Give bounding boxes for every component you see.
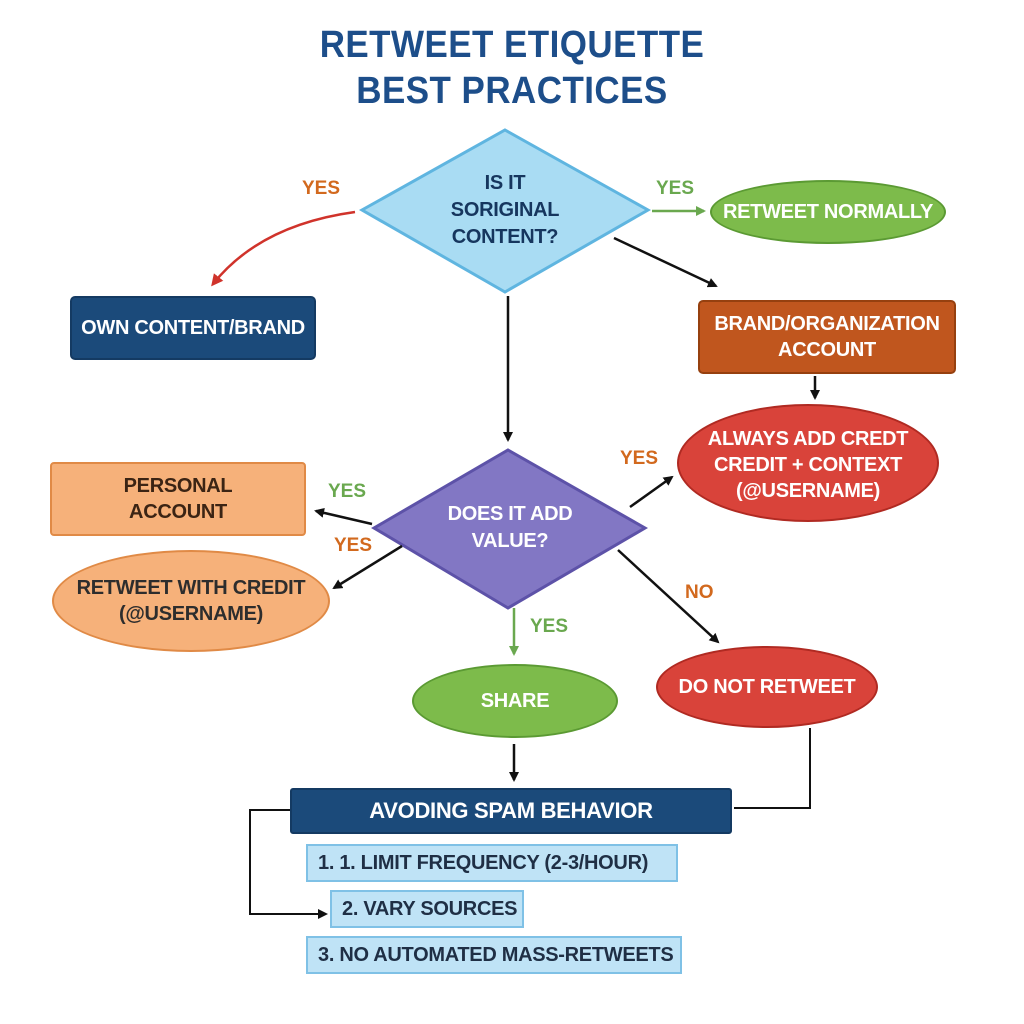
edge-label-yes-normally: YES — [656, 178, 695, 199]
own-content-node: OWN CONTENT/BRAND — [70, 296, 316, 360]
decision-diamond-value — [371, 448, 649, 610]
share-node: SHARE — [412, 664, 618, 738]
edge-label-yes-retweet-credit: YES — [334, 535, 373, 556]
arrow-yes-to-always-credit — [629, 475, 674, 509]
avoiding-spam-header: AVODING SPAM BEHAVIOR — [290, 788, 732, 834]
arrow-no-to-do-not-retweet — [617, 549, 720, 644]
line-do-not-retweet-to-spam — [734, 728, 811, 809]
edge-label-yes-own: YES — [302, 178, 341, 199]
arrow-to-brand-account — [613, 236, 718, 288]
title-line-2: BEST PRACTICES — [356, 70, 668, 112]
spam-list-item-2: 2. VARY SOURCES — [330, 890, 524, 928]
arrow-yes-to-own-content — [211, 210, 356, 287]
retweet-normally-node: RETWEET NORMALLY — [710, 180, 946, 244]
edge-label-yes-personal: YES — [328, 481, 367, 502]
decision-diamond-original — [358, 128, 652, 294]
edge-label-yes-share: YES — [530, 616, 569, 637]
edge-label-yes-credit: YES — [620, 448, 659, 469]
retweet-with-credit-node: RETWEET WITH CREDIT(@USERNAME) — [52, 550, 330, 652]
arrow-spam-to-vary-sources — [249, 809, 328, 919]
title-line-1: RETWEET ETIQUETTE — [319, 24, 705, 66]
do-not-retweet-node: DO NOT RETWEET — [656, 646, 878, 728]
spam-list-item-3: 3. NO AUTOMATED MASS-RETWEETS — [306, 936, 682, 974]
arrow-yes-to-personal — [314, 507, 373, 526]
arrow-yes-to-retweet-credit — [332, 544, 403, 590]
spam-list-item-1: 1. 1. LIMIT FREQUENCY (2-3/HOUR) — [306, 844, 678, 882]
edge-label-no: NO — [685, 582, 714, 603]
